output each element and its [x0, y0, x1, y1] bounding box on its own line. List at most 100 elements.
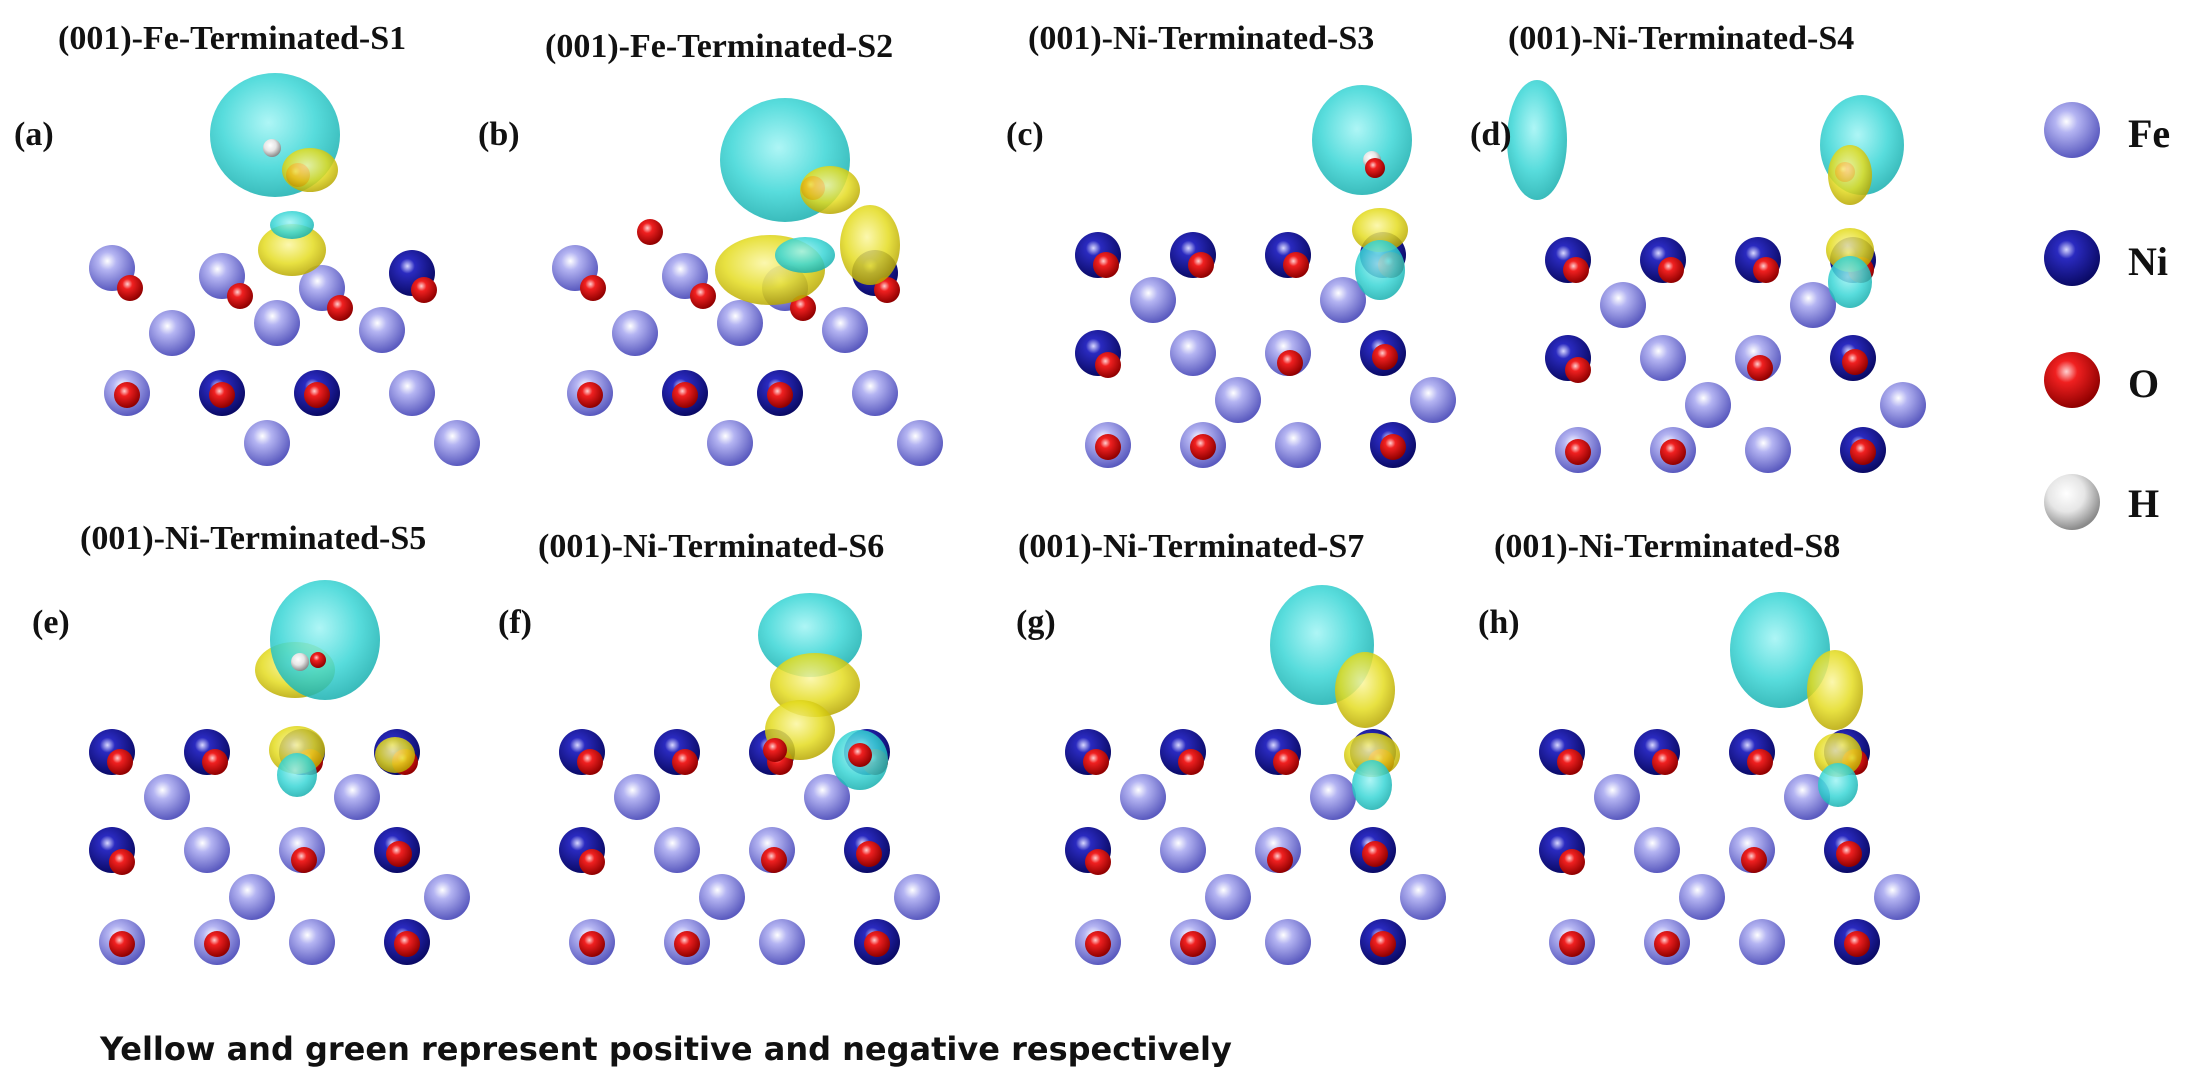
- fe-atom: [254, 300, 300, 346]
- o-atom: [864, 931, 890, 957]
- o-atom: [790, 295, 816, 321]
- h-atom-icon: [2044, 474, 2100, 530]
- o-atom: [1658, 257, 1684, 283]
- fe-atom: [359, 307, 405, 353]
- fe-atom: [1739, 919, 1785, 965]
- fe-atom-icon: [2044, 102, 2100, 158]
- o-atom: [577, 749, 603, 775]
- charge-density-positive: [1828, 145, 1872, 205]
- panel-scene-c: [1075, 85, 1456, 468]
- panel-label-h: (h): [1478, 604, 1520, 641]
- panel-label-c: (c): [1006, 116, 1044, 153]
- charge-density-negative: [1355, 240, 1405, 300]
- charge-density-positive: [1807, 650, 1863, 730]
- o-atom: [674, 931, 700, 957]
- charge-density-negative: [1507, 80, 1567, 200]
- o-atom: [672, 382, 698, 408]
- charge-density-negative: [758, 593, 862, 677]
- o-atom: [291, 847, 317, 873]
- o-atom: [1747, 355, 1773, 381]
- o-atom: [874, 277, 900, 303]
- o-atom: [1370, 931, 1396, 957]
- charge-density-positive: [800, 166, 860, 214]
- o-atom: [856, 841, 882, 867]
- o-atom: [1565, 439, 1591, 465]
- fe-atom: [759, 919, 805, 965]
- o-atom: [1660, 439, 1686, 465]
- o-atom-icon: [2044, 352, 2100, 408]
- charge-density-negative: [1818, 763, 1858, 807]
- fe-atom: [1880, 382, 1926, 428]
- fe-atom: [897, 420, 943, 466]
- o-atom: [1095, 434, 1121, 460]
- o-atom: [1190, 434, 1216, 460]
- fe-atom: [1640, 335, 1686, 381]
- panel-scene-f: [559, 593, 940, 965]
- panel-title-s8: (001)-Ni-Terminated-S8: [1494, 528, 1841, 565]
- charge-density-negative: [1730, 592, 1830, 708]
- o-atom: [304, 382, 330, 408]
- fe-atom: [1275, 422, 1321, 468]
- fe-atom: [717, 300, 763, 346]
- panel-title-s3: (001)-Ni-Terminated-S3: [1028, 20, 1375, 57]
- panel-label-b: (b): [478, 116, 520, 153]
- fe-atom: [1634, 827, 1680, 873]
- o-atom: [579, 849, 605, 875]
- fe-atom: [424, 874, 470, 920]
- o-atom: [1188, 252, 1214, 278]
- fe-atom: [1320, 277, 1366, 323]
- caption: Yellow and green represent positive and …: [100, 1030, 1232, 1068]
- o-atom: [1365, 158, 1385, 178]
- fe-atom: [1594, 774, 1640, 820]
- panel-title-s1: (001)-Fe-Terminated-S1: [58, 20, 407, 57]
- charge-density-positive: [258, 224, 326, 276]
- o-atom: [1273, 749, 1299, 775]
- o-atom: [202, 749, 228, 775]
- fe-atom: [894, 874, 940, 920]
- fe-atom: [1790, 282, 1836, 328]
- o-atom: [1085, 849, 1111, 875]
- o-atom: [1380, 434, 1406, 460]
- o-atom: [580, 275, 606, 301]
- o-atom: [1093, 252, 1119, 278]
- charge-density-positive: [1352, 208, 1408, 252]
- fe-atom: [1265, 919, 1311, 965]
- ni-atom-icon: [2044, 230, 2100, 286]
- fe-atom: [1410, 377, 1456, 423]
- o-atom: [1277, 350, 1303, 376]
- fe-atom: [654, 827, 700, 873]
- panel-label-a: (a): [14, 116, 54, 153]
- o-atom: [1083, 749, 1109, 775]
- o-atom: [1180, 931, 1206, 957]
- o-atom: [1842, 349, 1868, 375]
- legend-label-fe: Fe: [2128, 111, 2171, 156]
- o-atom: [1844, 931, 1870, 957]
- o-atom: [1095, 352, 1121, 378]
- fe-atom: [229, 874, 275, 920]
- charge-density-negative: [775, 237, 835, 273]
- o-atom: [848, 743, 872, 767]
- o-atom: [1654, 931, 1680, 957]
- fe-atom: [1310, 774, 1356, 820]
- charge-density-positive: [1814, 733, 1862, 777]
- panel-title-s7: (001)-Ni-Terminated-S7: [1018, 528, 1365, 565]
- fe-atom: [144, 774, 190, 820]
- fe-atom: [1874, 874, 1920, 920]
- charge-density-negative: [277, 753, 317, 797]
- o-atom: [1372, 344, 1398, 370]
- fe-atom: [1160, 827, 1206, 873]
- panel-label-f: (f): [498, 604, 532, 641]
- fe-atom: [1205, 874, 1251, 920]
- o-atom: [117, 275, 143, 301]
- charge-density-positive: [282, 148, 338, 192]
- fe-atom: [1685, 382, 1731, 428]
- fe-atom: [1215, 377, 1261, 423]
- panel-label-d: (d): [1470, 116, 1512, 153]
- o-atom: [109, 931, 135, 957]
- panel-title-s2: (001)-Fe-Terminated-S2: [545, 28, 894, 65]
- panel-title-s6: (001)-Ni-Terminated-S6: [538, 528, 885, 565]
- o-atom: [204, 931, 230, 957]
- panel-scene-g: [1065, 585, 1446, 965]
- panel-scene-e: [89, 580, 470, 965]
- o-atom: [1741, 847, 1767, 873]
